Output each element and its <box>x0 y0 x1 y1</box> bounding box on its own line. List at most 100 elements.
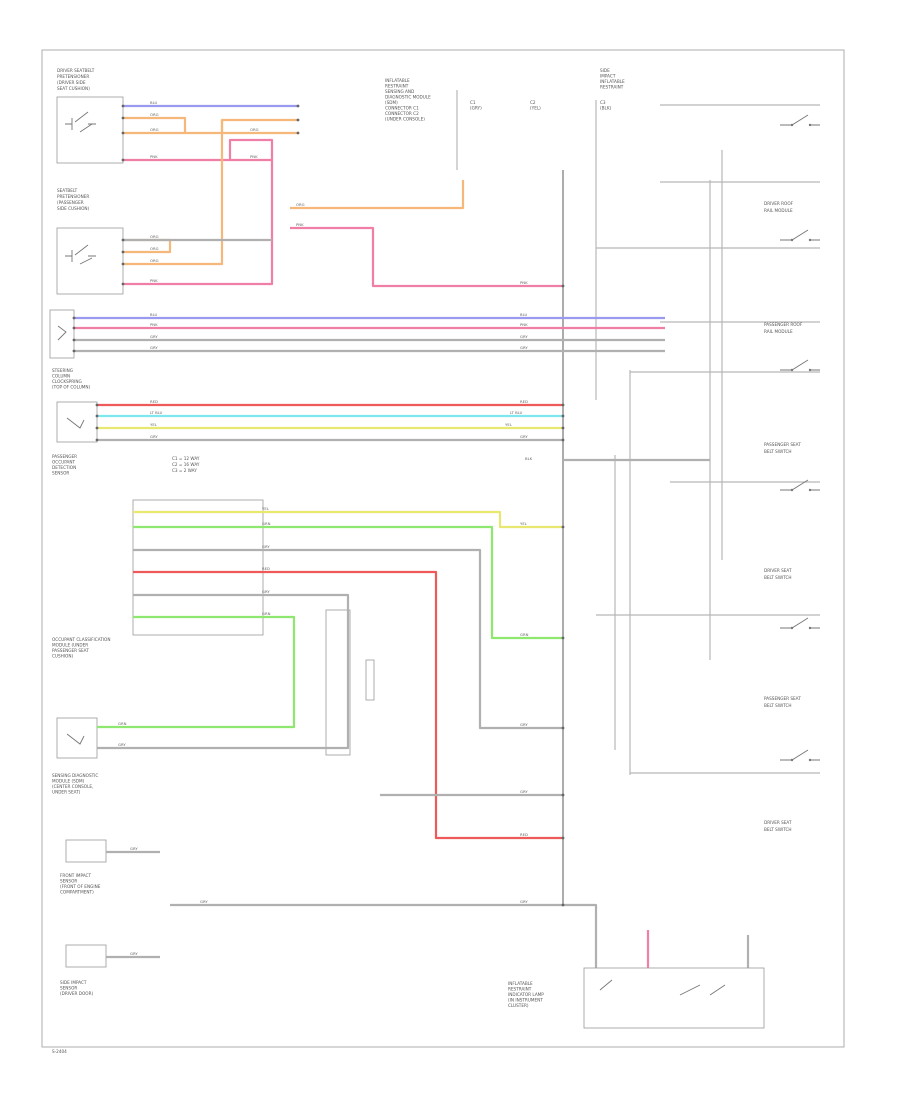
wire-pink <box>123 160 274 286</box>
wire-yellow <box>133 510 563 529</box>
wire-color-label: GRN <box>520 632 529 637</box>
wire-color-label: GRY <box>262 544 270 549</box>
lamp-switch-symbols <box>599 979 726 996</box>
top-center-label: (SDM) <box>385 100 398 105</box>
diagram-frame <box>41 49 845 1048</box>
ocm-label: OCCUPANT CLASSIFICATION <box>52 637 110 642</box>
occupant-sensor-label: PASSENGER <box>52 454 77 459</box>
switch-contact <box>790 758 794 762</box>
connector-c3-label: (BLK) <box>600 106 612 111</box>
coil-symbol <box>57 325 67 341</box>
ocm-label: MODULE (UNDER <box>52 643 88 648</box>
wire-color-label: ORG <box>150 246 159 251</box>
clockspring-label: CLOCKSPRING <box>52 379 82 384</box>
resistor-symbol <box>365 659 375 701</box>
right-module-label: DRIVER SEAT <box>764 568 792 573</box>
component-box <box>56 401 98 443</box>
wire-green <box>97 615 296 729</box>
switch-contact <box>808 368 812 372</box>
connector-pin <box>561 414 565 418</box>
connector-pin <box>561 525 565 529</box>
wire-color-label: ORG <box>150 127 159 132</box>
switch-contact <box>808 123 812 127</box>
front-impact-sensor-label: SENSOR <box>60 879 77 884</box>
component-box <box>56 717 98 759</box>
switch-contact <box>808 488 812 492</box>
top-center-label: SENSING AND <box>385 89 414 94</box>
switch-contact <box>790 238 794 242</box>
wire-layer <box>72 104 750 968</box>
connector-pin <box>72 349 76 353</box>
connector-legend: C1 = 12 WAY <box>172 456 200 461</box>
side-impact-sensor-label: SENSOR <box>60 986 77 991</box>
driver-pretensioner-label: PRETENSIONER <box>57 74 89 79</box>
wire-color-label: GRY <box>520 722 528 727</box>
ocm-label: CUSHION) <box>52 654 73 659</box>
connector-pin <box>561 726 565 730</box>
wire-color-label: PNK <box>296 222 304 227</box>
connector-pin <box>296 118 300 122</box>
side-impact-label: IMPACT <box>600 74 616 79</box>
connector-pin <box>561 426 565 430</box>
component-box <box>56 96 124 164</box>
right-switch-column <box>596 104 820 775</box>
right-module-label: RAIL MODULE <box>764 329 793 334</box>
wire-color-label: GRY <box>150 434 158 439</box>
occupant-sensor-label: SENSOR <box>52 471 69 476</box>
wire-color-label: YEL <box>505 422 513 427</box>
driver-pretensioner-label: DRIVER SEATBELT <box>57 68 95 73</box>
wire-color-label: ORG <box>150 234 159 239</box>
wire-gray <box>133 593 350 750</box>
sdm-label: (CENTER CONSOLE, <box>52 784 93 789</box>
wire-orange <box>290 180 465 210</box>
connector-pin <box>561 403 565 407</box>
page-id: S-2404 <box>52 1049 67 1054</box>
indicator-lamp-label: CLUSTER) <box>508 1003 529 1008</box>
wire-orange <box>123 238 172 254</box>
top-center-label: RESTRAINT <box>385 84 409 89</box>
front-impact-sensor-label: FRONT IMPACT <box>60 873 91 878</box>
connector-pin <box>561 438 565 442</box>
wire-color-label: GRY <box>150 334 158 339</box>
passenger-pretensioner-label: SEATBELT <box>57 188 78 193</box>
component-box <box>49 309 75 359</box>
connector-pin <box>121 262 125 266</box>
top-center-label: CONNECTOR C2 <box>385 111 419 116</box>
wire-gray <box>133 548 563 730</box>
switch-contact <box>790 488 794 492</box>
passenger-pretensioner-label: (PASSENGER <box>57 200 84 205</box>
connector-c1-label: C1 <box>470 100 476 105</box>
wire-orange <box>220 118 298 133</box>
wire-color-label: RED <box>150 399 158 404</box>
wire-color-label: GRY <box>200 899 208 904</box>
switch-symbol <box>780 229 820 241</box>
component-sdm <box>56 717 98 759</box>
wire-color-label: PNK <box>150 154 158 159</box>
switch-contact <box>790 368 794 372</box>
passenger-pretensioner-label: PRETENSIONER <box>57 194 89 199</box>
wire-color-label: YEL <box>150 422 158 427</box>
connector-pin <box>95 414 99 418</box>
component-ocm <box>132 499 264 636</box>
component-side-impact-sensor <box>65 944 107 968</box>
connector-c1-label: (GRY) <box>470 106 482 111</box>
wire-color-label: GRN <box>262 611 271 616</box>
connector-c3-label: C3 <box>600 100 606 105</box>
connector-pin <box>561 793 565 797</box>
wire-color-label: GRY <box>520 345 528 350</box>
component-box <box>56 227 124 295</box>
right-module-label: BELT SWITCH <box>764 703 792 708</box>
clockspring-label: STEERING <box>52 368 73 373</box>
wire-color-label: BLU <box>150 312 158 317</box>
wire-color-label: ORG <box>296 202 305 207</box>
wire-label-layer: BLUORGORGPNKORGPNKORGPNKORGORGORGPNKBLUP… <box>118 100 533 956</box>
side-impact-sensor-label: SIDE IMPACT <box>60 980 87 985</box>
wire-color-label: GRN <box>118 721 127 726</box>
connector-pin <box>95 426 99 430</box>
connector-pin <box>72 316 76 320</box>
wire-orange <box>123 120 224 266</box>
connector-pin <box>296 131 300 135</box>
wire-color-label: GRY <box>130 846 138 851</box>
